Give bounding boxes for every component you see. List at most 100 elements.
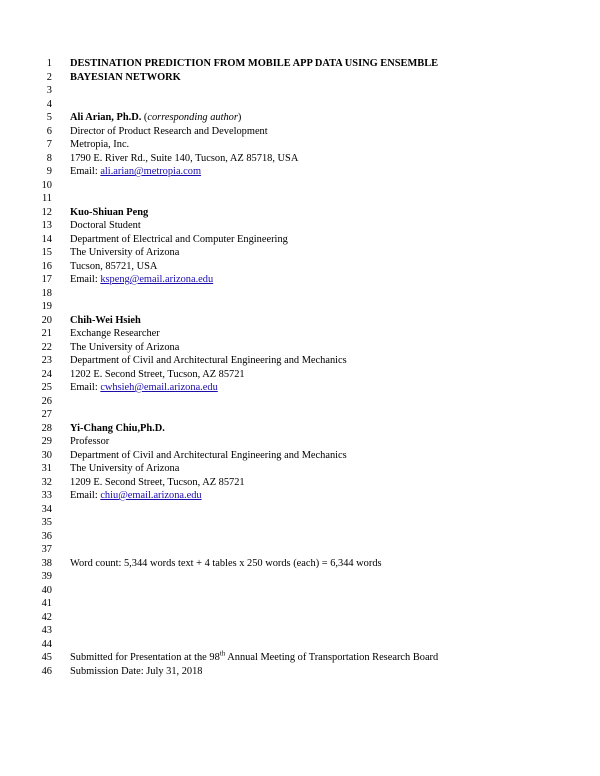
author-email-line: Email: kspeng@email.arizona.edu [70, 274, 214, 285]
line-number-row: 8 [0, 152, 600, 166]
line-number: 21 [41, 328, 52, 339]
author-name: Chih-Wei Hsieh [70, 314, 141, 326]
line-number: 15 [41, 247, 52, 258]
line-number: 2 [46, 71, 52, 83]
line-number-row: 28 [0, 422, 600, 436]
line-number-row: 27 [0, 408, 600, 422]
line-number: 42 [41, 611, 52, 623]
line-number: 1 [46, 58, 52, 69]
line-number-row: 7 [0, 138, 600, 152]
line-number: 23 [41, 355, 52, 366]
line-number-row: 45 [0, 651, 600, 665]
author-role-note: corresponding author [147, 112, 238, 123]
line-number: 35 [41, 517, 52, 528]
line-number: 29 [41, 436, 52, 447]
line-number-row: 12 [0, 206, 600, 220]
line-number-row: 38 [0, 557, 600, 571]
line-number-row: 46 [0, 665, 600, 679]
line-number: 24 [41, 368, 52, 380]
author-name: Kuo-Shiuan Peng [70, 206, 149, 218]
line-number-row: 33 [0, 489, 600, 503]
line-number-row: 30 [0, 449, 600, 463]
line-number-row: 39 [0, 570, 600, 584]
line-number-row: 3 [0, 84, 600, 98]
line-number-row: 6 [0, 125, 600, 139]
line-number-row: 15 [0, 246, 600, 260]
line-number: 9 [46, 166, 52, 177]
author-affiliation-line: 1790 E. River Rd., Suite 140, Tucson, AZ… [70, 152, 299, 164]
line-number: 36 [41, 530, 52, 542]
author-email-line: Email: ali.arian@metropia.com [70, 166, 202, 177]
line-number: 26 [41, 395, 52, 407]
email-link[interactable]: cwhsieh@email.arizona.edu [100, 382, 218, 393]
line-number: 25 [41, 382, 52, 393]
author-name: Ali Arian, Ph.D. [70, 112, 142, 123]
author-email-line: Email: cwhsieh@email.arizona.edu [70, 382, 218, 393]
line-number-row: 10 [0, 179, 600, 193]
author-affiliation-line: Metropia, Inc. [70, 139, 130, 150]
author-1-name-line: Ali Arian, Ph.D. (corresponding author) [0, 111, 600, 125]
line-number-row: 36 [0, 530, 600, 544]
line-number: 45 [41, 652, 52, 663]
line-number: 12 [41, 206, 52, 218]
author-affiliation-line: The University of Arizona [70, 341, 180, 353]
author-affiliation-line: Doctoral Student [70, 220, 141, 231]
line-number-row: 31 [0, 462, 600, 476]
line-number-row: 43 [0, 624, 600, 638]
line-number-row: 20 [0, 314, 600, 328]
line-number-row: 18 [0, 287, 600, 301]
line-number: 27 [41, 409, 52, 420]
author-affiliation-line: Professor [70, 436, 110, 447]
line-number-row: 34 [0, 503, 600, 517]
author-affiliation-line: 1209 E. Second Street, Tucson, AZ 85721 [70, 476, 245, 488]
submission-statement: Submitted for Presentation at the 98th A… [70, 649, 439, 663]
line-number: 14 [41, 233, 52, 245]
line-number-row: 17 [0, 273, 600, 287]
line-number: 40 [41, 584, 52, 596]
line-number-row: 29 [0, 435, 600, 449]
line-number-row: 32 [0, 476, 600, 490]
line-number-row: 4 [0, 98, 600, 112]
email-link[interactable]: chiu@email.arizona.edu [100, 490, 202, 501]
line-number: 43 [41, 625, 52, 636]
line-number: 20 [41, 314, 52, 326]
line-number: 22 [41, 341, 52, 353]
author-affiliation-line: The University of Arizona [70, 463, 180, 474]
line-number: 41 [41, 598, 52, 609]
line-number: 46 [41, 665, 52, 677]
line-number-row: 5 [0, 111, 600, 125]
line-number-row: 44 [0, 638, 600, 652]
line-number-row: 26 [0, 395, 600, 409]
line-number-row: 22 [0, 341, 600, 355]
line-number-row: 24 [0, 368, 600, 382]
line-number: 19 [41, 301, 52, 312]
author-affiliation-line: Exchange Researcher [70, 328, 160, 339]
email-link[interactable]: ali.arian@metropia.com [100, 166, 202, 177]
author-name: Yi-Chang Chiu,Ph.D. [70, 422, 165, 434]
line-number: 28 [41, 422, 52, 434]
title-line-2: BAYESIAN NETWORK [0, 71, 600, 85]
line-number-row: 19 [0, 300, 600, 314]
line-number-row: 21 [0, 327, 600, 341]
author-affiliation-line: The University of Arizona [70, 247, 180, 258]
author-affiliation-line: Department of Civil and Architectural En… [70, 355, 347, 366]
line-number: 5 [46, 112, 52, 123]
paper-title-line-2: BAYESIAN NETWORK [70, 71, 181, 83]
line-number: 16 [41, 260, 52, 272]
line-number-row: 11 [0, 192, 600, 206]
line-number: 31 [41, 463, 52, 474]
line-number: 44 [41, 638, 52, 650]
line-number: 7 [46, 139, 52, 150]
line-number-row: 41 [0, 597, 600, 611]
line-number: 37 [41, 544, 52, 555]
line-number: 18 [41, 287, 52, 299]
line-number-row: 13 [0, 219, 600, 233]
author-affiliation-line: Tucson, 85721, USA [70, 260, 158, 272]
email-link[interactable]: kspeng@email.arizona.edu [100, 274, 214, 285]
line-number-row: 16 [0, 260, 600, 274]
line-number-row: 1 [0, 57, 600, 71]
author-affiliation-line: Department of Civil and Architectural En… [70, 449, 347, 461]
line-number: 33 [41, 490, 52, 501]
submission-date: Submission Date: July 31, 2018 [70, 665, 203, 677]
